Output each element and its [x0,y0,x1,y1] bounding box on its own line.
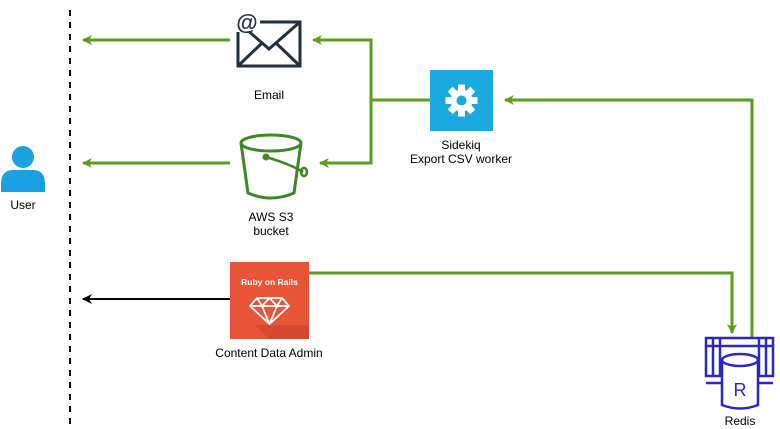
s3-bucket-icon[interactable] [239,133,309,200]
sidekiq-label-line1: Sidekiq [441,138,481,152]
redis-to-sidekiq-connector [504,95,754,337]
redis-icon-letter: R [734,380,747,400]
redis-icon[interactable]: R [704,336,775,410]
sidekiq-to-email-connector [312,35,430,102]
rails-to-redis-connector [309,271,737,334]
s3-label: AWS S3 bucket [221,210,321,238]
svg-text:@: @ [236,10,257,35]
sidekiq-label: Sidekiq Export CSV worker [391,138,531,166]
rails-label: Content Data Admin [215,346,323,360]
email-icon[interactable]: @ [234,10,302,68]
s3-label-line1: AWS S3 [248,210,294,224]
s3-label-line2: bucket [253,224,289,238]
email-label: Email [253,88,284,102]
sidekiq-to-s3-connector [319,100,373,168]
gear-icon[interactable] [430,70,493,131]
ruby-gem-icon[interactable]: Ruby on Rails [230,262,309,339]
redis-label: Redis [724,414,756,428]
user-icon[interactable] [1,146,45,192]
sidekiq-label-line2: Export CSV worker [409,152,513,166]
user-label: User [10,198,36,212]
rails-badge-text: Ruby on Rails [241,277,298,287]
